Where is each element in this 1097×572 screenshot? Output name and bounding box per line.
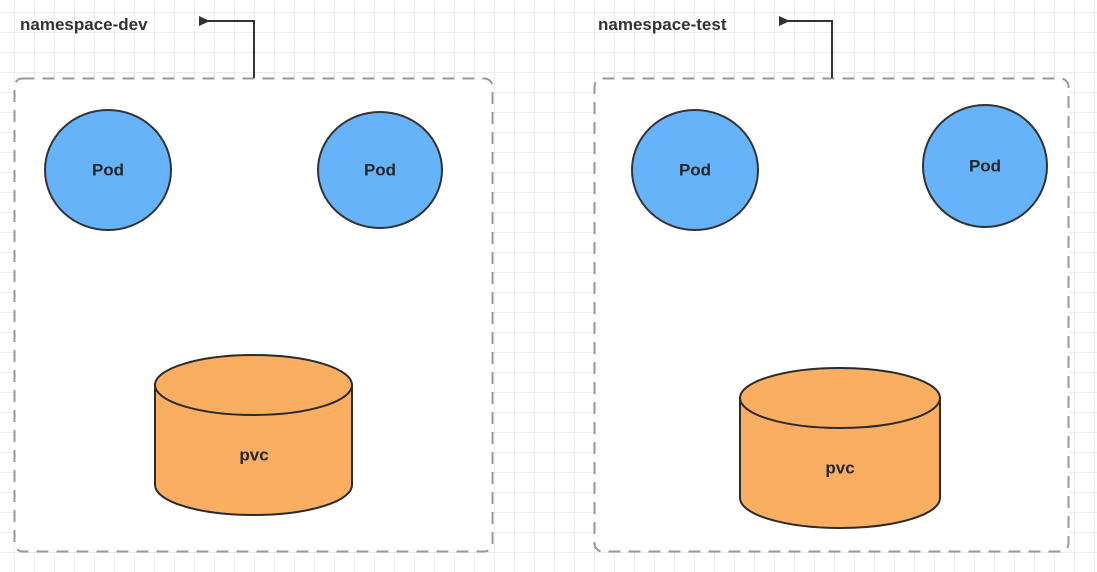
pvc-top-ellipse-0[interactable] <box>154 354 353 416</box>
pvc-top-ellipse-1[interactable] <box>739 367 941 429</box>
pod-shape-0-0[interactable] <box>44 109 172 231</box>
pod-shape-1-0[interactable] <box>631 109 759 231</box>
namespace-arrow-layer <box>199 16 833 78</box>
namespace-label-namespace-test: namespace-test <box>598 15 727 34</box>
pod-shape-1-1[interactable] <box>922 104 1048 228</box>
pvc-body-0[interactable] <box>154 384 353 516</box>
namespace-label-namespace-dev: namespace-dev <box>20 15 148 34</box>
pvc-body-1[interactable] <box>739 397 941 529</box>
shape-layer <box>44 104 1048 529</box>
namespace-pointer-arrow-0 <box>199 16 255 78</box>
namespace-pointer-arrow-1 <box>779 16 833 78</box>
pod-shape-0-1[interactable] <box>317 111 443 229</box>
